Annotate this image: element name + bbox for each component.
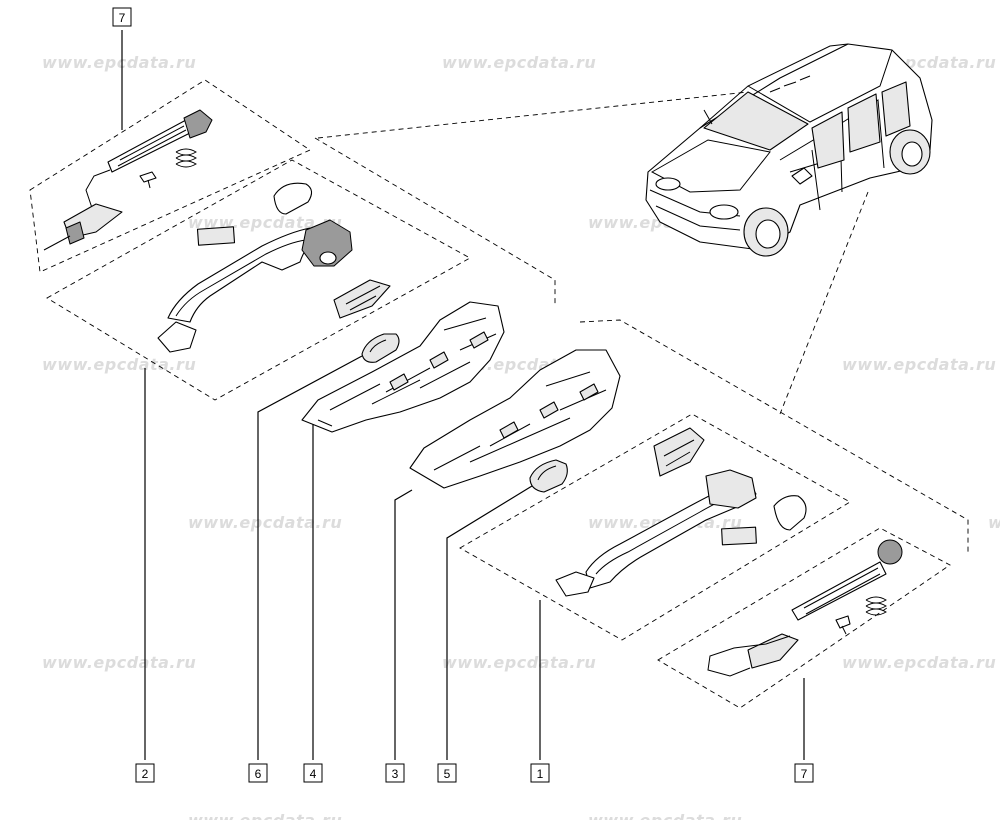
- car-front-hub: [755, 219, 781, 249]
- car-mirror: [791, 167, 813, 185]
- cable-pin: [43, 235, 71, 251]
- part-7-lock-cable-right: [707, 539, 903, 677]
- cable-rod-right-lines: [803, 567, 881, 615]
- callout-label: 4: [310, 767, 317, 781]
- frame-handle-right: [459, 413, 851, 641]
- car-rear-hub: [901, 141, 923, 167]
- callout-label: 7: [119, 11, 126, 25]
- seal-gasket-left: [361, 333, 400, 363]
- seal-gasket-left-inner: [369, 339, 387, 353]
- car-side-windows: [811, 81, 911, 169]
- screw-left-shaft: [147, 179, 151, 189]
- part-6-seal: [361, 333, 400, 363]
- watermark-text: www.epcdata.ru: [588, 811, 742, 820]
- watermark-text: www.epcdata.ru: [442, 653, 596, 672]
- handle-end-left: [157, 321, 197, 353]
- car-antenna: [703, 109, 713, 125]
- handle-end-right: [555, 571, 595, 597]
- part-5-seal: [529, 459, 568, 493]
- handle-seal-pad-right: [721, 526, 757, 546]
- car-link-right: [779, 191, 869, 415]
- cable-rod-lines: [117, 125, 187, 167]
- callout-3: 3: [385, 763, 405, 783]
- part-2-handle-left: [157, 182, 391, 353]
- part-4-bracket-left: [301, 301, 505, 433]
- handle-mechanism-hole: [319, 251, 337, 265]
- handle-mechanism-left: [301, 219, 353, 267]
- callout-7-top: 7: [112, 7, 132, 27]
- callout-label: 1: [537, 767, 544, 781]
- handle-clip-left: [333, 279, 391, 319]
- callout-label: 7: [801, 767, 808, 781]
- callout-1: 1: [530, 763, 550, 783]
- callout-label: 6: [255, 767, 262, 781]
- callout-2: 2: [135, 763, 155, 783]
- frame-right-outer: [579, 319, 969, 552]
- spring-coil-right: [865, 596, 887, 616]
- part-3-bracket-right: [409, 349, 621, 489]
- handle-clip-right: [653, 427, 705, 477]
- car-headlight-left: [655, 177, 681, 191]
- handle-cap-right: [773, 495, 807, 531]
- callout-label: 5: [444, 767, 451, 781]
- leader-6: [257, 355, 363, 760]
- callout-label: 3: [392, 767, 399, 781]
- leader-3: [394, 489, 413, 760]
- frame-handle-left: [46, 159, 471, 401]
- car-roof: [699, 43, 893, 129]
- watermark-text: www.epcdata.ru: [842, 653, 996, 672]
- frame-left-handle-outer: [314, 137, 556, 305]
- watermark-text: www.epcdata.ru: [442, 53, 596, 72]
- handle-seal-pad-left: [196, 226, 236, 246]
- cable-rod-right: [791, 561, 887, 621]
- watermark-text: www.epcdata.ru: [188, 513, 342, 532]
- watermark-text: www.epcdata.ru: [842, 355, 996, 374]
- dashed-frames: [29, 79, 969, 709]
- bracket-right-slots: [499, 383, 599, 439]
- leader-5: [446, 485, 533, 760]
- watermark-text: www.epcdata.ru: [42, 355, 196, 374]
- spring-coil-left: [175, 148, 197, 168]
- part-1-handle-right: [555, 427, 807, 597]
- seal-gasket-right: [529, 459, 568, 493]
- frame-lock-cable-left: [29, 79, 311, 273]
- callout-6: 6: [248, 763, 268, 783]
- car-hood: [650, 139, 771, 193]
- handle-grip-left-edge: [175, 239, 307, 317]
- car-headlight-right: [709, 204, 739, 220]
- car-link-top: [317, 91, 749, 139]
- handle-clip-right-ribs: [663, 439, 695, 467]
- handle-head-right: [705, 469, 757, 509]
- cable-clip-right: [747, 633, 799, 669]
- leader-lines: [121, 30, 805, 760]
- handle-clip-left-ribs: [345, 285, 381, 311]
- part-7-lock-cable-left: [43, 109, 213, 251]
- cable-wire-right: [707, 635, 791, 677]
- callout-label: 2: [142, 767, 149, 781]
- watermark-text: www.epcdata.ru: [188, 811, 342, 820]
- screw-right-shaft: [841, 625, 847, 635]
- callout-7-bottom: 7: [794, 763, 814, 783]
- cable-lever: [65, 221, 85, 245]
- car-windshield: [703, 91, 809, 151]
- cable-end-knob: [877, 539, 903, 565]
- bracket-right-body: [409, 349, 621, 489]
- watermark-text: www.epcdata.ru: [988, 513, 1000, 532]
- bracket-left-slots: [389, 331, 489, 391]
- callout-4: 4: [303, 763, 323, 783]
- cable-end-connector: [183, 109, 213, 139]
- car-illustration: [645, 43, 933, 257]
- seal-gasket-right-inner: [537, 465, 557, 481]
- screw-left: [139, 171, 157, 183]
- callout-5: 5: [437, 763, 457, 783]
- watermark-text: www.epcdata.ru: [42, 53, 196, 72]
- handle-cap-left: [273, 182, 313, 215]
- bracket-left-body: [301, 301, 505, 433]
- screw-right: [835, 615, 851, 629]
- watermark-text: www.epcdata.ru: [42, 653, 196, 672]
- car-roof-arrows: [769, 75, 811, 93]
- frame-lock-cable-right: [657, 527, 951, 709]
- car-body: [645, 43, 933, 251]
